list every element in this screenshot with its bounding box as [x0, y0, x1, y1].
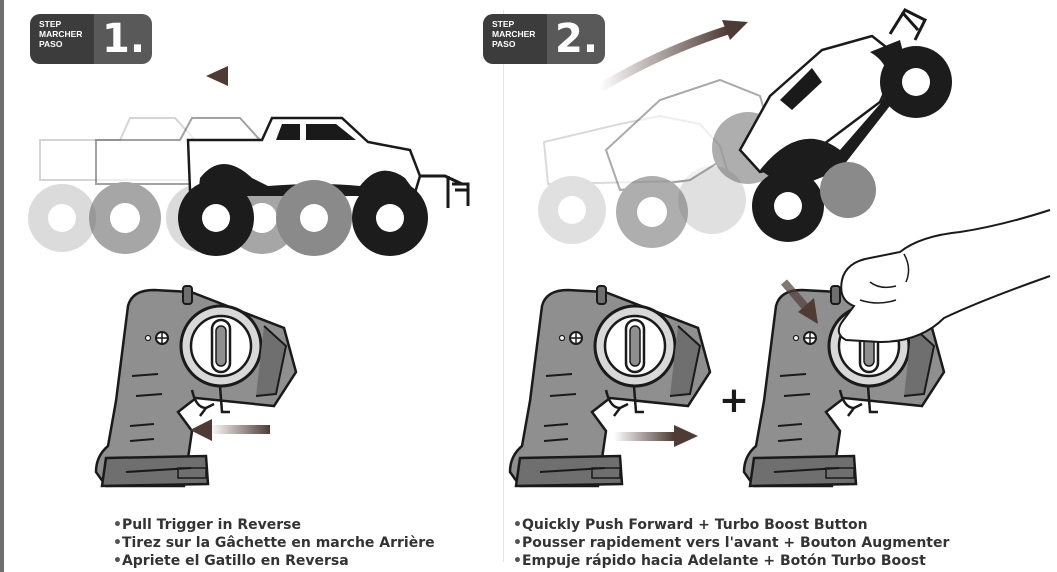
plus-icon: + — [719, 380, 749, 421]
boost-arrow-icon — [600, 20, 748, 88]
instruction-spanish: Apriete el Gatillo en Reversa — [113, 552, 435, 570]
plus-sign: + — [719, 380, 749, 421]
instruction-spanish: Empuje rápido hacia Adelante + Botón Tur… — [513, 552, 949, 570]
instruction-french: Tirez sur la Gâchette en marche Arrière — [113, 534, 435, 552]
remote-control-step1 — [96, 286, 296, 486]
reverse-arrow-icon — [206, 66, 300, 86]
forward-push-arrow-icon — [614, 425, 698, 447]
remote-control-step2-left — [510, 286, 710, 486]
instruction-artwork: + — [0, 0, 1057, 510]
instruction-french: Pousser rapidement vers l'avant + Bouton… — [513, 534, 949, 552]
monster-truck-wheelie — [740, 10, 952, 242]
trigger-pull-arrow-icon — [190, 419, 270, 441]
step-1-instructions: Pull Trigger in Reverse Tirez sur la Gâc… — [113, 516, 435, 570]
instruction-english: Quickly Push Forward + Turbo Boost Butto… — [513, 516, 949, 534]
instruction-english: Pull Trigger in Reverse — [113, 516, 435, 534]
hand-illustration — [839, 210, 1050, 342]
step-2-instructions: Quickly Push Forward + Turbo Boost Butto… — [513, 516, 949, 570]
